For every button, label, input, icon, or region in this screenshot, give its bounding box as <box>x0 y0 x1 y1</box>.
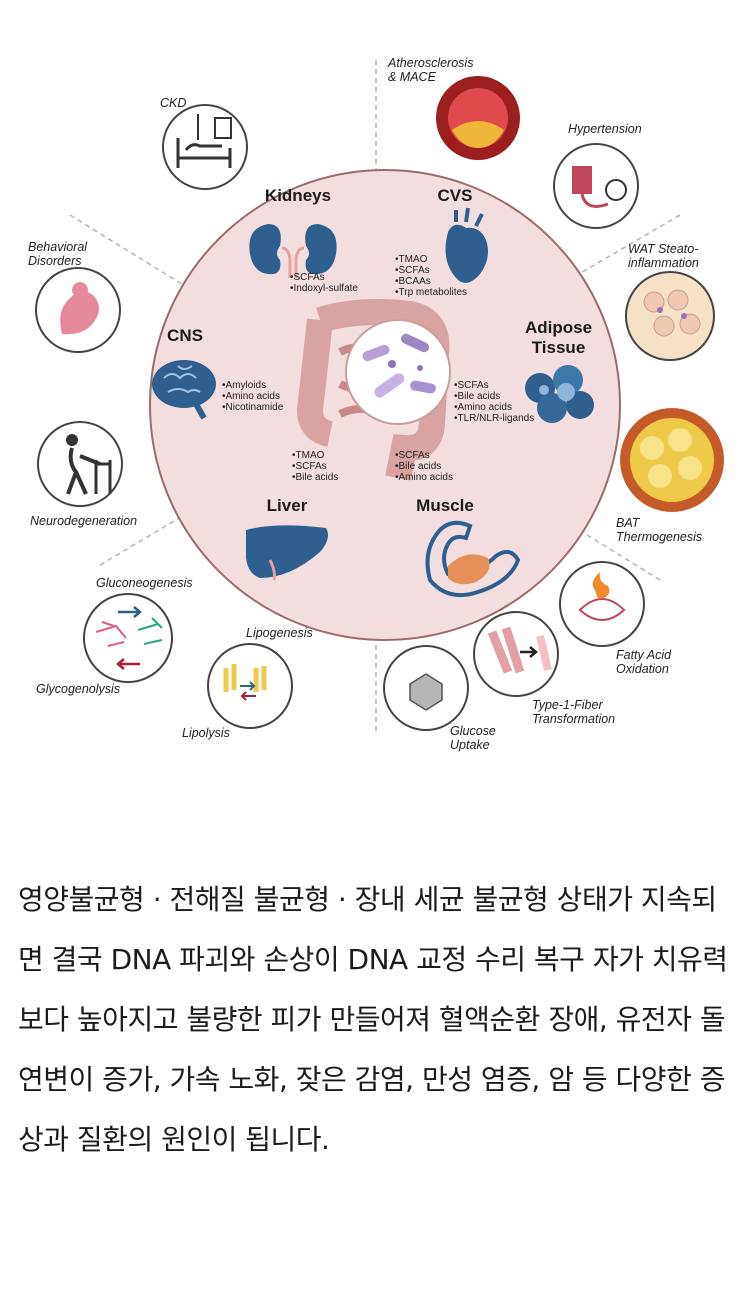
label-lipogenesis: Lipogenesis <box>246 626 313 640</box>
metabolites-muscle: •SCFAs•Bile acids•Amino acids <box>395 450 453 483</box>
metabolite-item: •TMAO <box>395 254 428 265</box>
label-glycogenolysis: Glycogenolysis <box>36 682 121 696</box>
metabolites-cns: •Amyloids•Amino acids•Nicotinamide <box>222 380 283 413</box>
metabolites-kidneys: •SCFAs•Indoxyl-sulfate <box>290 272 358 294</box>
metabolite-item: •Amino acids <box>395 472 453 483</box>
fat-tissue-icon <box>625 271 715 361</box>
metabolites-cvs: •TMAO•SCFAs•BCAAs•Trp metabolites <box>395 254 467 298</box>
metabolite-item: •TLR/NLR-ligands <box>454 413 535 424</box>
label-liver: Liver <box>266 496 308 515</box>
microbiota-magnifier-icon <box>345 319 451 425</box>
label-bat-thermogenesis: BAT Thermogenesis <box>616 516 703 544</box>
label-adipose-tissue: Adipose Tissue <box>524 318 593 357</box>
metabolites-adipose: •SCFAs•Bile acids•Amino acids•TLR/NLR-li… <box>454 380 534 424</box>
hospital-bed-icon <box>162 104 248 190</box>
metabolite-item: •Nicotinamide <box>222 402 284 413</box>
metabolites-liver: •TMAO•SCFAs•Bile acids <box>292 450 338 483</box>
article-paragraph: 영양불균형 · 전해질 불균형 · 장내 세균 불균형 상태가 지속되면 결국 … <box>18 883 728 1156</box>
label-lipolysis: Lipolysis <box>182 726 230 740</box>
blood-pressure-icon <box>553 143 639 229</box>
lipid-metabolism-icon <box>207 643 293 729</box>
label-cns: CNS <box>167 326 203 345</box>
label-cvs: CVS <box>437 186 473 205</box>
adipose-cells-icon <box>525 365 594 423</box>
metabolite-item: •BCAAs <box>395 276 431 287</box>
metabolite-item: •Trp metabolites <box>395 287 468 298</box>
metabolite-item: •Amyloids <box>222 380 267 391</box>
kidneys-icon <box>249 224 337 278</box>
metabolite-item: •Amino acids <box>454 402 512 413</box>
liver-icon <box>246 525 328 581</box>
elderly-walker-icon <box>37 421 123 507</box>
glucose-molecule-icon <box>383 645 469 731</box>
brain-icon <box>152 360 216 420</box>
label-ckd: CKD <box>160 96 187 110</box>
label-gluconeogenesis: Gluconeogenesis <box>96 576 193 590</box>
metabolite-item: •Indoxyl-sulfate <box>290 283 358 294</box>
label-muscle: Muscle <box>416 496 474 515</box>
metabolite-item: •Amino acids <box>222 391 280 402</box>
gluconeogenesis-icon <box>83 593 173 683</box>
metabolite-item: •SCFAs <box>290 272 325 283</box>
metabolite-item: •SCFAs <box>395 265 430 276</box>
muscle-arm-icon <box>425 520 521 597</box>
label-type1-fiber: Type-1-Fiber Transformation <box>532 698 616 726</box>
diagram-artwork <box>35 60 724 735</box>
metabolite-item: •Bile acids <box>395 461 442 472</box>
mitochondria-flame-icon <box>559 561 645 647</box>
label-wat-steatoinflammation: WAT Steato- inflammation <box>628 242 699 270</box>
metabolite-item: •TMAO <box>292 450 325 461</box>
muscle-fiber-icon <box>473 611 559 697</box>
label-atherosclerosis: Atherosclerosis & MACE <box>388 56 474 84</box>
label-hypertension: Hypertension <box>568 122 642 136</box>
metabolite-item: •SCFAs <box>454 380 489 391</box>
label-glucose-uptake: Glucose Uptake <box>450 724 496 752</box>
gut-organ-axis-diagram: Kidneys CVS CNS Adipose Tissue Liver Mus… <box>28 56 724 752</box>
label-kidneys: Kidneys <box>264 186 332 205</box>
metabolite-item: •SCFAs <box>292 461 327 472</box>
artery-plaque-icon <box>436 76 520 160</box>
metabolite-item: •Bile acids <box>292 472 339 483</box>
label-behavioral-disorders: Behavioral Disorders <box>28 240 88 268</box>
metabolite-item: •Bile acids <box>454 391 501 402</box>
distressed-person-icon <box>35 267 121 353</box>
label-fatty-acid-oxidation: Fatty Acid Oxidation <box>616 648 672 676</box>
heart-icon <box>445 207 488 283</box>
label-neurodegeneration: Neurodegeneration <box>30 514 138 528</box>
brown-fat-cell-icon <box>620 408 724 512</box>
metabolite-item: •SCFAs <box>395 450 430 461</box>
